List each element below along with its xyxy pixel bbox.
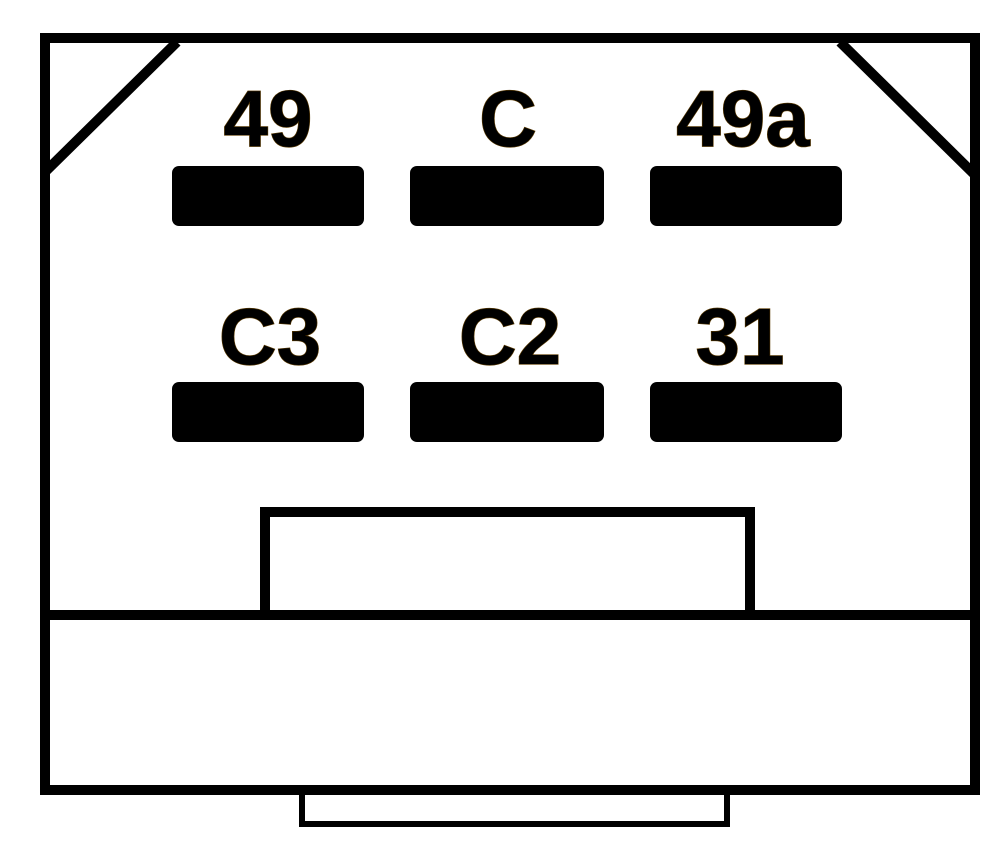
connector-base (40, 610, 980, 795)
pin-terminal-c (410, 166, 604, 226)
pin-terminal-c3 (172, 382, 364, 442)
pin-label-49: 49 (224, 74, 313, 163)
locking-tab (299, 787, 730, 827)
pin-terminal-49 (172, 166, 364, 226)
pin-terminal-c2 (410, 382, 604, 442)
pin-terminal-31 (650, 382, 842, 442)
chamfer-left (41, 38, 181, 176)
pin-label-49a: 49a (676, 74, 810, 163)
pin-label-c3: C3 (219, 292, 321, 381)
chamfer-right (836, 38, 979, 179)
pin-label-c: C (479, 74, 537, 163)
pin-label-c2: C2 (459, 292, 561, 381)
pin-label-31: 31 (696, 292, 785, 381)
pin-terminal-49a (650, 166, 842, 226)
